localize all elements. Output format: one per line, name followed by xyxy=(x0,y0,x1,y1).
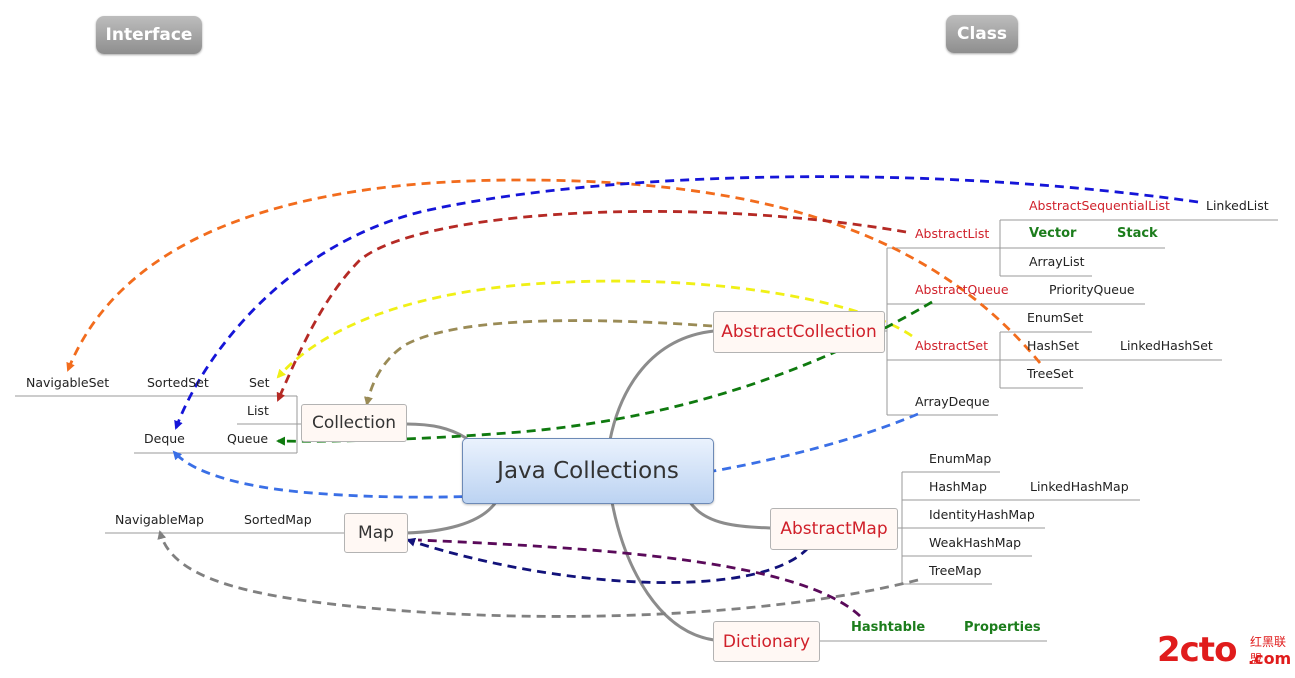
arrow-linkedlist-deque xyxy=(174,175,1199,430)
arrow-abstractcollection-collection xyxy=(364,319,713,406)
arrow-arraydeque-deque xyxy=(172,412,919,499)
interface-header: Interface xyxy=(96,16,202,54)
stack-label: Stack xyxy=(1117,226,1158,241)
watermark-main: 2cto xyxy=(1157,630,1237,670)
map-node[interactable]: Map xyxy=(344,513,408,553)
arrow-treeset-navigableset xyxy=(66,178,1042,372)
identity-hash-map-label: IdentityHashMap xyxy=(929,507,1035,522)
arrow-hashtable-map xyxy=(417,538,861,618)
dictionary-node[interactable]: Dictionary xyxy=(713,621,820,662)
abstract-list-label: AbstractList xyxy=(915,226,990,241)
arrow-treemap-navigablemap xyxy=(157,530,919,618)
array-list-label: ArrayList xyxy=(1029,254,1085,269)
hash-map-label: HashMap xyxy=(929,479,987,494)
abstract-set-label: AbstractSet xyxy=(915,338,988,353)
linked-hash-map-label: LinkedHashMap xyxy=(1030,479,1129,494)
set-label: Set xyxy=(249,375,270,390)
properties-label: Properties xyxy=(964,620,1041,635)
arrow-abstractlist-list xyxy=(276,210,907,402)
array-deque-label: ArrayDeque xyxy=(915,394,990,409)
weak-hash-map-label: WeakHashMap xyxy=(929,535,1022,550)
queue-label: Queue xyxy=(227,431,269,446)
class-header: Class xyxy=(946,15,1018,53)
watermark-sub: 红黑联盟 xyxy=(1250,635,1287,666)
tree-set-label: TreeSet xyxy=(1027,366,1074,381)
sorted-set-label: SortedSet xyxy=(147,375,209,390)
watermark-domain: .com xyxy=(1248,649,1292,668)
arrow-abstractmap-map xyxy=(406,537,810,584)
tree-map-label: TreeMap xyxy=(929,563,982,578)
relationship-arrows xyxy=(66,175,1199,618)
hashtable-label: Hashtable xyxy=(851,620,926,635)
abstract-map-node[interactable]: AbstractMap xyxy=(770,508,898,550)
priority-queue-label: PriorityQueue xyxy=(1049,282,1135,297)
abstract-collection-node[interactable]: AbstractCollection xyxy=(713,311,885,353)
collection-node[interactable]: Collection xyxy=(301,404,407,442)
watermark-logo: 2cto 红黑联盟 .com xyxy=(1157,630,1291,674)
abstract-queue-label: AbstractQueue xyxy=(915,282,1009,297)
enum-set-label: EnumSet xyxy=(1027,310,1084,325)
linked-hash-set-label: LinkedHashSet xyxy=(1120,338,1213,353)
sorted-map-label: SortedMap xyxy=(244,512,312,527)
vector-label: Vector xyxy=(1029,226,1077,241)
linked-list-label: LinkedList xyxy=(1206,198,1269,213)
trunk-connectors xyxy=(404,329,772,642)
hash-set-label: HashSet xyxy=(1027,338,1080,353)
central-topic[interactable]: Java Collections xyxy=(462,438,714,504)
tree-lines xyxy=(15,219,1278,642)
enum-map-label: EnumMap xyxy=(929,451,992,466)
navigable-map-label: NavigableMap xyxy=(115,512,204,527)
arrow-abstractset-set xyxy=(276,279,913,379)
abstract-sequential-list-label: AbstractSequentialList xyxy=(1029,198,1170,213)
deque-label: Deque xyxy=(144,431,185,446)
list-label: List xyxy=(247,403,269,418)
navigable-set-label: NavigableSet xyxy=(26,375,110,390)
